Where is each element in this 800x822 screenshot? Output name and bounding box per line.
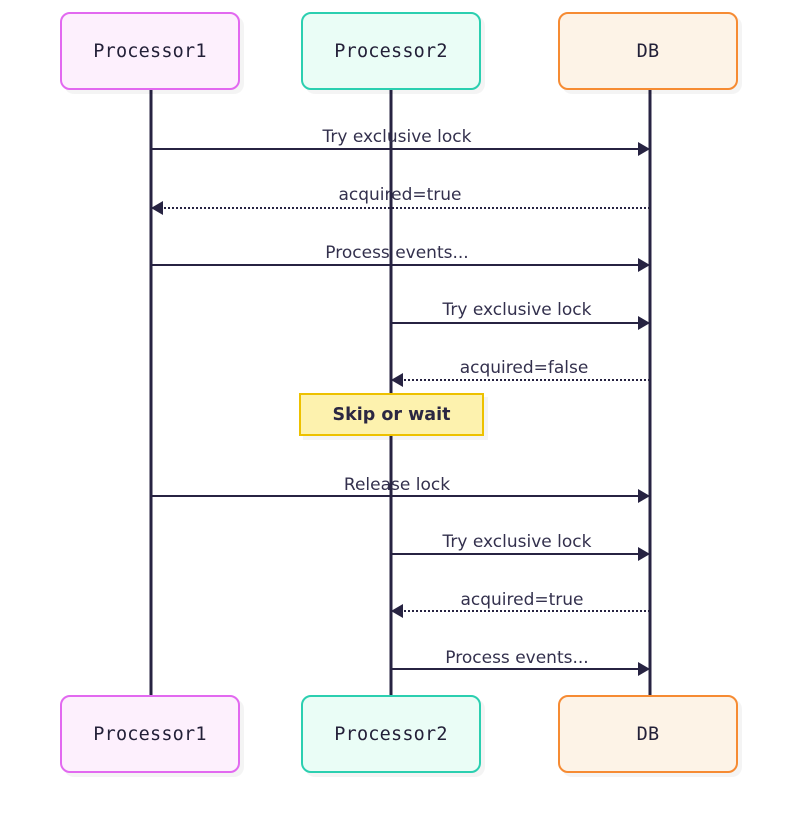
message-line-1 (161, 207, 650, 209)
actor-box-processor1-bottom[interactable]: Processor1 (60, 695, 240, 773)
actor-label-processor1: Processor1 (93, 723, 207, 745)
message-label-6: Try exclusive lock (442, 532, 592, 552)
message-line-0 (151, 148, 640, 150)
actor-label-processor1: Processor1 (93, 40, 207, 62)
actor-label-processor2: Processor2 (334, 40, 448, 62)
actor-label-db: DB (636, 40, 660, 62)
message-line-5 (151, 495, 640, 497)
message-line-2 (151, 264, 640, 266)
message-line-7 (401, 610, 650, 612)
message-line-3 (391, 322, 640, 324)
message-line-6 (391, 553, 640, 555)
message-label-8: Process events... (445, 648, 589, 668)
message-label-7: acquired=true (460, 590, 584, 610)
actor-box-processor2-top[interactable]: Processor2 (301, 12, 481, 90)
note-box-0[interactable]: Skip or wait (299, 393, 484, 436)
lifeline-db (648, 90, 652, 697)
message-line-8 (391, 668, 640, 670)
message-line-4 (401, 379, 650, 381)
message-label-4: acquired=false (459, 358, 589, 378)
message-arrowhead-3 (638, 316, 650, 330)
message-label-3: Try exclusive lock (442, 300, 592, 320)
message-label-5: Release lock (343, 475, 451, 495)
actor-box-processor2-bottom[interactable]: Processor2 (301, 695, 481, 773)
message-arrowhead-1 (151, 201, 163, 215)
message-label-2: Process events... (325, 243, 469, 263)
message-label-1: acquired=true (338, 185, 462, 205)
message-arrowhead-0 (638, 142, 650, 156)
actor-label-processor2: Processor2 (334, 723, 448, 745)
lifeline-processor1 (149, 90, 153, 697)
message-arrowhead-5 (638, 489, 650, 503)
message-arrowhead-8 (638, 662, 650, 676)
actor-box-processor1-top[interactable]: Processor1 (60, 12, 240, 90)
message-arrowhead-6 (638, 547, 650, 561)
message-arrowhead-7 (391, 604, 403, 618)
message-label-0: Try exclusive lock (322, 127, 472, 147)
actor-box-db-top[interactable]: DB (558, 12, 738, 90)
message-arrowhead-2 (638, 258, 650, 272)
actor-box-db-bottom[interactable]: DB (558, 695, 738, 773)
note-label-0: Skip or wait (332, 404, 451, 425)
actor-label-db: DB (636, 723, 660, 745)
message-arrowhead-4 (391, 373, 403, 387)
